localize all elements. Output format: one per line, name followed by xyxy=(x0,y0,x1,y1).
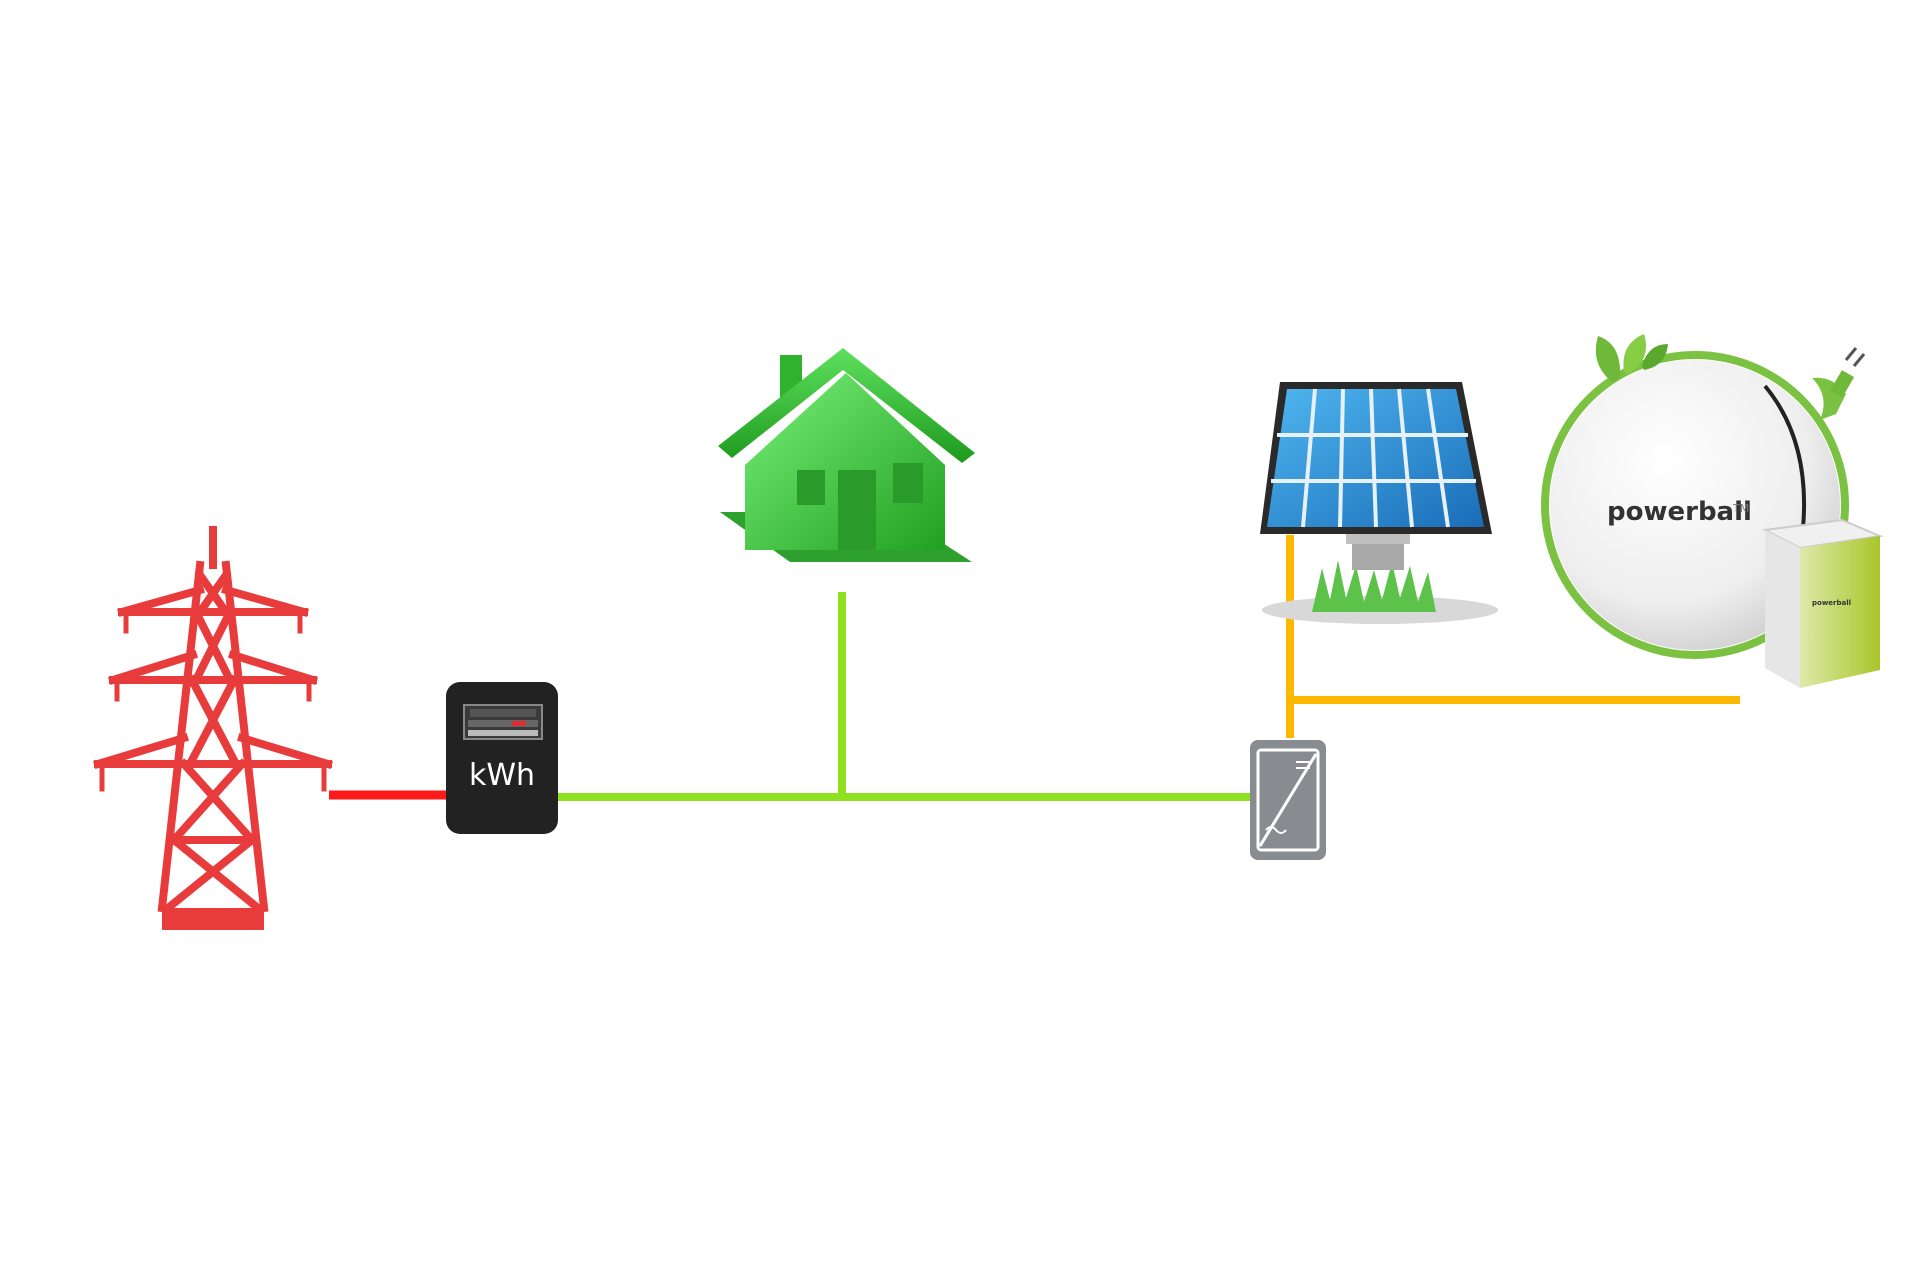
meter-label: kWh xyxy=(469,758,535,793)
electricity-meter-icon: kWh xyxy=(446,682,558,834)
battery-unit-label: powerball xyxy=(1812,599,1851,607)
house-icon xyxy=(718,348,975,562)
powerball-mark: TM xyxy=(1732,502,1749,515)
connection-lines xyxy=(329,535,1740,801)
inverter-icon xyxy=(1250,740,1326,860)
powerball-battery-icon: powerball TM powerball xyxy=(1541,334,1884,688)
powerball-brand-text: powerball xyxy=(1607,497,1752,527)
transmission-tower-icon xyxy=(93,526,333,930)
solar-panel-icon xyxy=(1260,382,1498,624)
